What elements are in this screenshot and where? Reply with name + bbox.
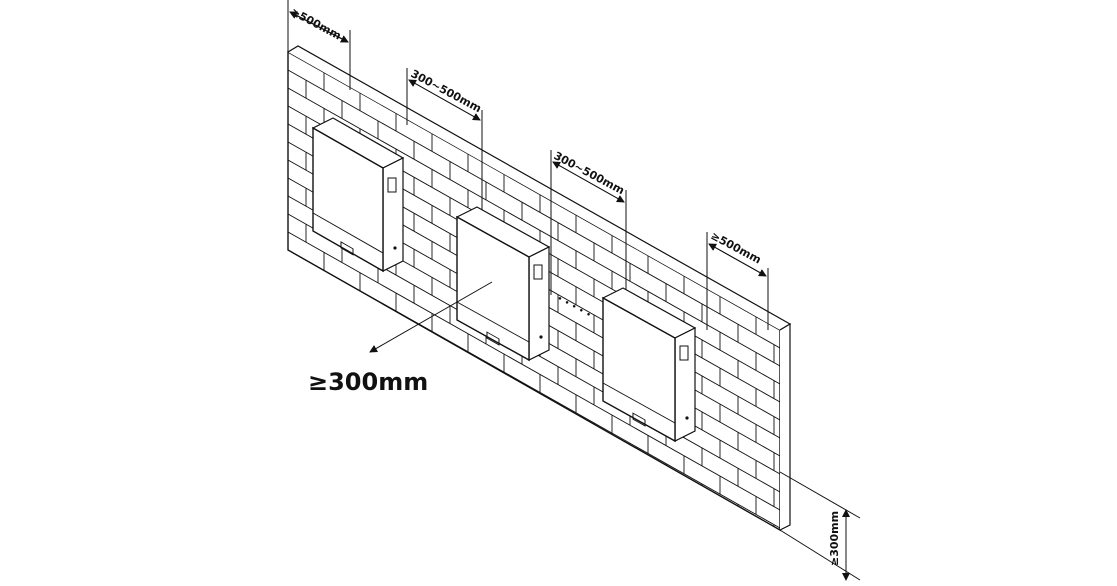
battery-unit-3 [601,287,697,443]
between-units-1-label: 300~500mm [409,67,484,115]
brick-course-line [288,69,780,349]
between-units-2-label: 300~500mm [552,149,627,197]
bottom-clearance-label: ≥300mm [828,511,841,566]
brick-course-line [288,87,780,367]
battery-unit-1 [311,117,405,273]
left-clearance-label: ≥500mm [289,5,344,42]
brick-course-line [288,231,780,511]
brick-course-line [288,249,780,529]
front-clearance-label: ≥300mm [308,368,428,396]
battery-unit-2 [455,206,551,362]
dimension-lines [287,0,861,581]
